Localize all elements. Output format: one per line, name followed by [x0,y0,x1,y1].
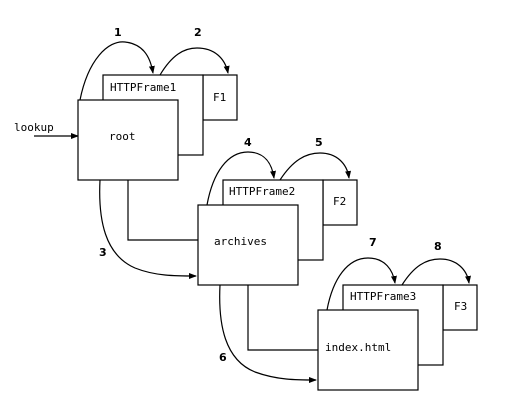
archives-node-label: archives [214,235,267,248]
step-4-arrow [206,151,276,206]
subframe-f1-label: F1 [213,91,226,104]
step-8-label: 8 [434,240,442,253]
step-1-arrow [79,41,155,101]
root-archives-connector [127,180,198,241]
step-3-label: 3 [99,246,107,259]
lookup-label: lookup [14,121,54,134]
archives-node-box [197,204,299,286]
step-4-label: 4 [244,136,252,149]
step-6-arrow [219,284,317,383]
step-5-label: 5 [315,136,323,149]
subframe-f1-box [202,74,238,121]
subframe-f2-box [322,179,358,226]
step-8-arrow [401,258,471,286]
subframe-f3-label: F3 [454,300,467,313]
root-node-label: root [109,130,136,143]
step-3-arrow [99,179,197,279]
httpframe1-label: HTTPFrame1 [110,81,176,94]
httpframe2-label: HTTPFrame2 [229,185,295,198]
step-2-arrow [159,47,230,76]
step-6-label: 6 [219,351,227,364]
step-5-arrow [279,152,352,181]
index-node-label: index.html [325,341,391,354]
step-1-label: 1 [114,26,122,39]
step-7-arrow [326,257,397,311]
subframe-f2-label: F2 [333,195,346,208]
step-2-label: 2 [194,26,202,39]
httpframe3-label: HTTPFrame3 [350,290,416,303]
step-7-label: 7 [369,236,377,249]
archives-index-connector [247,285,318,351]
